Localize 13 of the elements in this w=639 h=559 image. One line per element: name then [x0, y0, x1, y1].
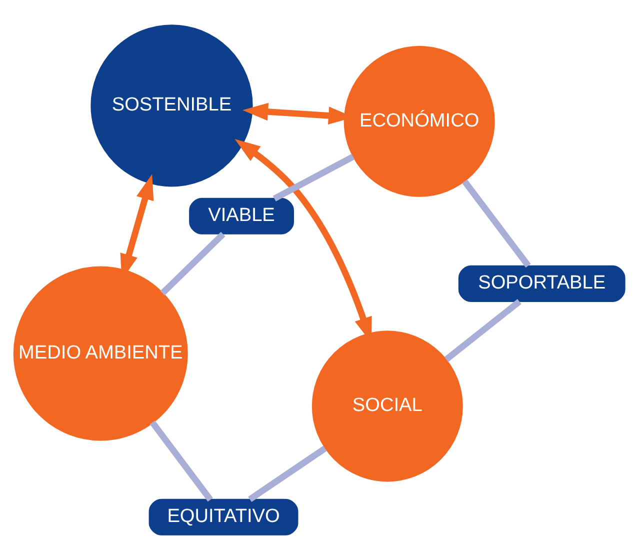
- node-box: VIABLE: [189, 197, 294, 234]
- connector: [272, 153, 355, 201]
- node-circle: MEDIO AMBIENTE: [13, 266, 188, 440]
- node-circle: SOSTENIBLE: [90, 24, 253, 186]
- connector: [444, 298, 522, 362]
- node-box: EQUITATIVO: [148, 498, 298, 535]
- connector: [248, 445, 327, 502]
- node-circle: SOCIAL: [312, 330, 463, 482]
- node-circle: ECONÓMICO: [344, 45, 495, 196]
- connector: [160, 231, 226, 295]
- connector: [150, 420, 213, 502]
- connector: [462, 178, 531, 268]
- node-box: SOPORTABLE: [458, 264, 626, 302]
